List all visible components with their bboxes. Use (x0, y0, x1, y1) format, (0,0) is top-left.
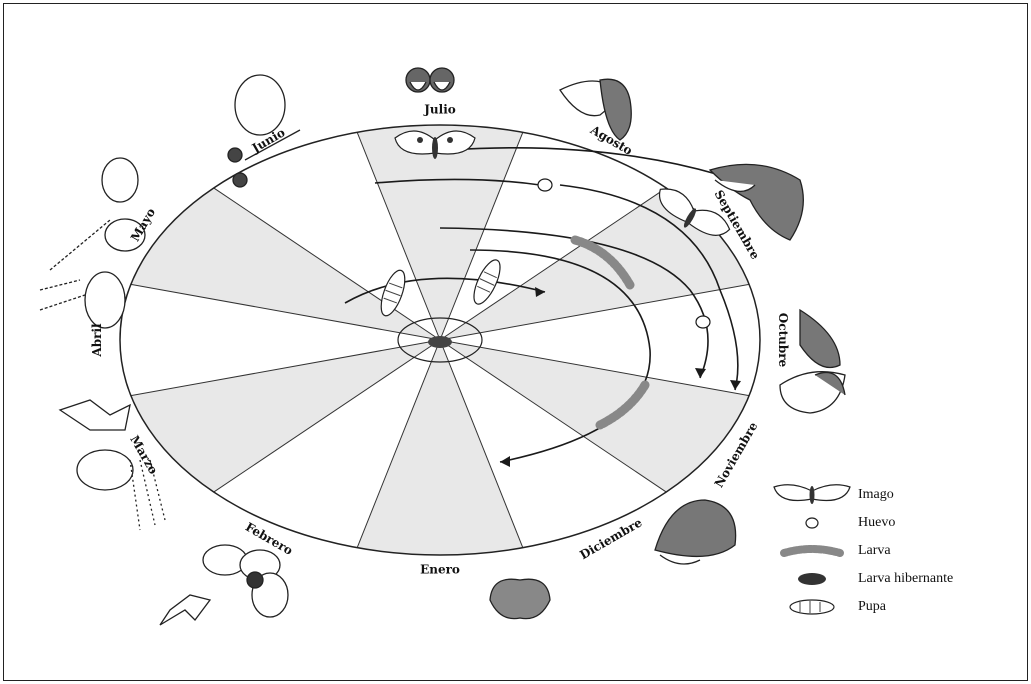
month-label-octubre: Octubre (776, 313, 790, 368)
center-hub-icon (428, 336, 452, 348)
egg-icon (538, 179, 552, 191)
hibernating-larva-icon (770, 565, 854, 593)
arrowhead-icon (730, 380, 741, 390)
larva-icon (770, 537, 854, 565)
legend-label: Larva hibernante (858, 571, 953, 587)
legend-item: Imago (770, 481, 1025, 509)
pupa-icon (770, 593, 854, 621)
egg-icon (696, 316, 710, 328)
arrowhead-icon (500, 456, 510, 467)
legend-item: Larva hibernante (770, 565, 1025, 593)
pupa-icon (376, 267, 409, 318)
legend-label: Pupa (858, 599, 886, 615)
imago-icon (770, 481, 854, 509)
holly-oak-icon (40, 158, 145, 328)
legend-item: Pupa (770, 593, 1025, 621)
acorn-icon (655, 500, 736, 564)
holly-oak-icon (228, 75, 300, 187)
acorn-icon (490, 579, 550, 618)
month-label-julio: Julio (423, 102, 456, 116)
acorn-icon (406, 68, 454, 92)
arrowhead-icon (695, 368, 706, 378)
month-label-enero: Enero (420, 563, 460, 577)
legend-item: Huevo (770, 509, 1025, 537)
month-label-abril: Abril (90, 323, 104, 358)
legend-label: Larva (858, 543, 891, 559)
legend-label: Imago (858, 487, 894, 503)
legend-item: Larva (770, 537, 1025, 565)
egg-icon (770, 509, 854, 537)
holly-oak-icon (160, 545, 288, 625)
legend-label: Huevo (858, 515, 895, 531)
